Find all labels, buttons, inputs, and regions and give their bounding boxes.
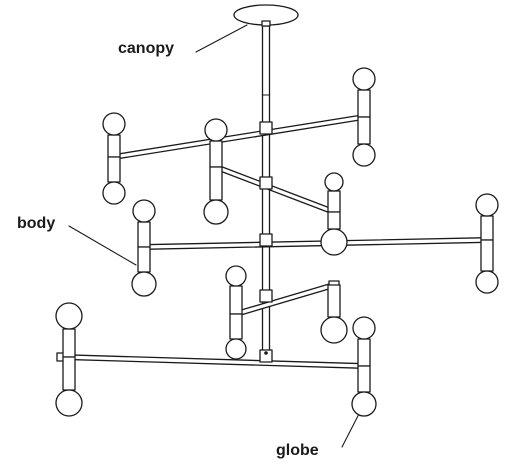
lamp-t3-left-down: [55, 356, 83, 417]
lamps: [55, 67, 499, 417]
globe: [352, 316, 376, 340]
arm-diagonal-upper: [214, 164, 336, 215]
leader-body: [68, 225, 137, 266]
socket-body: [327, 284, 341, 318]
socket-body: [357, 89, 371, 118]
socket-body: [209, 140, 223, 168]
globe: [225, 338, 247, 360]
globe: [320, 316, 348, 344]
stem-hub-0: [259, 121, 273, 135]
globe: [55, 389, 83, 417]
socket-body: [327, 190, 341, 213]
lamp-t3-left-up: [55, 302, 83, 358]
lamp-diag2-right-down: [320, 284, 348, 344]
label-globe: globe: [276, 442, 319, 459]
canopy-hook: [261, 20, 271, 27]
lamp-t3-right-up: [352, 316, 376, 367]
lamp-t1-right-up: [352, 67, 376, 118]
stem-hub-2: [259, 233, 273, 247]
lamp-diag2-left-up: [225, 265, 247, 315]
globe: [352, 67, 376, 91]
canopy-group: [233, 4, 299, 27]
lamp-t2-right-up: [475, 193, 499, 241]
socket-body: [480, 239, 494, 272]
leader-canopy: [195, 24, 248, 53]
arms: [56, 112, 493, 371]
globe: [55, 302, 83, 330]
socket-body: [357, 338, 371, 367]
globe: [132, 199, 156, 223]
socket-body: [137, 246, 151, 273]
socket-body: [62, 328, 76, 358]
globe: [352, 143, 376, 167]
globe: [203, 199, 229, 225]
socket-body: [229, 313, 243, 340]
socket-body: [229, 285, 243, 315]
lamp-diag1-right-up: [324, 172, 344, 213]
globe: [475, 193, 499, 217]
hub-screw: [264, 351, 268, 355]
globe: [351, 391, 377, 417]
leader-globe: [341, 409, 362, 448]
center-stem: [261, 25, 271, 365]
stem-hub-1: [259, 176, 273, 190]
center-rod: [261, 25, 271, 365]
globe: [324, 172, 344, 192]
globe: [204, 118, 228, 142]
socket-body: [357, 365, 371, 393]
arm-tier-3: [61, 354, 365, 369]
lamp-diag1-left-down: [203, 166, 229, 225]
lamp-t3-right-down: [351, 365, 377, 417]
globe: [225, 265, 247, 287]
globe: [102, 181, 126, 205]
globe: [102, 112, 126, 136]
lamp-t1-right-down: [352, 116, 376, 167]
label-canopy: canopy: [118, 40, 175, 57]
arm-tier-1: [112, 114, 366, 160]
arm-tier-2: [143, 237, 488, 250]
socket-body: [209, 166, 223, 201]
lamp-t2-left-up: [132, 199, 156, 248]
lamp-t2-left-down: [131, 246, 157, 297]
lamp-t2-right-down: [475, 239, 499, 294]
lamp-diag1-right-down: [320, 211, 348, 256]
socket-body: [107, 156, 121, 183]
socket-body: [137, 221, 151, 248]
label-body: body: [17, 215, 56, 232]
socket-body: [480, 215, 494, 241]
globe: [320, 228, 348, 256]
socket-body: [107, 134, 121, 158]
lamp-diag2-left-down: [225, 313, 247, 360]
socket-body: [62, 356, 76, 391]
stem-hub-4: [259, 349, 273, 363]
lamp-t1-left-up: [102, 112, 126, 158]
leader-lines: [68, 24, 362, 448]
socket-body: [327, 211, 341, 230]
stem-hub-3: [259, 289, 273, 303]
arm-diagonal-lower: [234, 282, 336, 317]
socket-body: [357, 116, 371, 145]
globe: [131, 271, 157, 297]
lamp-t1-left-down: [102, 156, 126, 205]
globe: [475, 270, 499, 294]
